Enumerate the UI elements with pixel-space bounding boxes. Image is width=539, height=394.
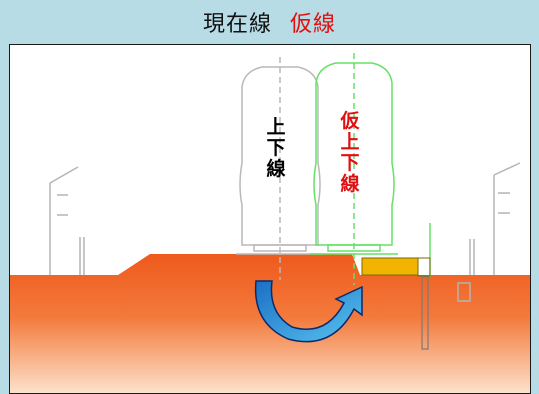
temporary-train-outline bbox=[310, 53, 431, 285]
temporary-track-label: 仮上下線 bbox=[340, 110, 360, 195]
existing-track-label: 上下線 bbox=[266, 116, 286, 180]
cross-section-panel: 上下線 仮上下線 bbox=[9, 44, 531, 394]
temporary-line-title: 仮線 bbox=[290, 12, 337, 37]
right-side-fence bbox=[457, 162, 521, 302]
cross-section-drawing bbox=[10, 53, 530, 393]
current-line-title: 現在線 bbox=[202, 12, 272, 37]
temporary-retaining-structure bbox=[361, 257, 431, 350]
header: 現在線 仮線 bbox=[0, 0, 539, 44]
existing-train-outline bbox=[236, 57, 324, 280]
left-side-fence bbox=[49, 166, 85, 275]
shift-arrow-icon bbox=[254, 280, 363, 343]
